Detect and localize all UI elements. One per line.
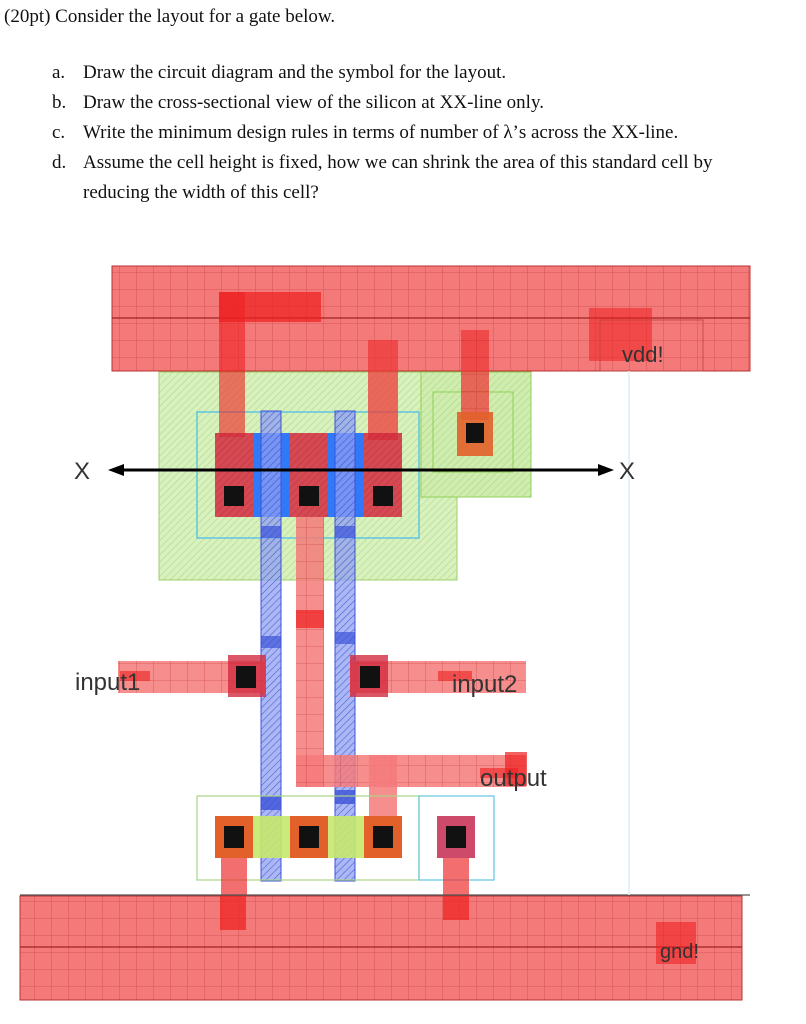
item-marker: d. bbox=[52, 152, 67, 173]
output-metal: output bbox=[296, 517, 547, 825]
gnd-label: gnd! bbox=[660, 941, 699, 963]
pmos-drain-metal bbox=[368, 340, 398, 440]
item-text: Assume the cell height is fixed, how we … bbox=[83, 152, 713, 173]
item-marker: c. bbox=[52, 122, 66, 143]
input2-label: input2 bbox=[452, 671, 517, 698]
input1-label: input1 bbox=[75, 669, 140, 696]
arrow-left-icon bbox=[108, 464, 124, 476]
item-text: Write the minimum design rules in terms … bbox=[83, 122, 679, 143]
input1-metal: input1 bbox=[75, 655, 266, 697]
arrow-right-icon bbox=[598, 464, 614, 476]
xx-cut-line: X X bbox=[74, 458, 635, 485]
item-text: reducing the width of this cell? bbox=[83, 182, 319, 203]
item-text: Draw the circuit diagram and the symbol … bbox=[83, 62, 507, 83]
x-left-label: X bbox=[74, 458, 90, 485]
nwell-tap-contact bbox=[466, 423, 484, 443]
input2-metal: input2 bbox=[350, 655, 526, 698]
item-marker: b. bbox=[52, 92, 67, 113]
question-title: (20pt) Consider the layout for a gate be… bbox=[4, 6, 336, 27]
vdd-label: vdd! bbox=[622, 342, 664, 367]
pmos-output-contact bbox=[299, 486, 319, 506]
output-label: output bbox=[480, 765, 547, 792]
pmos-source-contact bbox=[224, 486, 244, 506]
x-right-label: X bbox=[619, 458, 635, 485]
vdd-rail: vdd! bbox=[111, 265, 751, 437]
item-text: Draw the cross-sectional view of the sil… bbox=[83, 92, 544, 113]
gnd-rail: gnd! bbox=[19, 894, 750, 1001]
pmos-drain-contact bbox=[373, 486, 393, 506]
item-marker: a. bbox=[52, 62, 66, 83]
